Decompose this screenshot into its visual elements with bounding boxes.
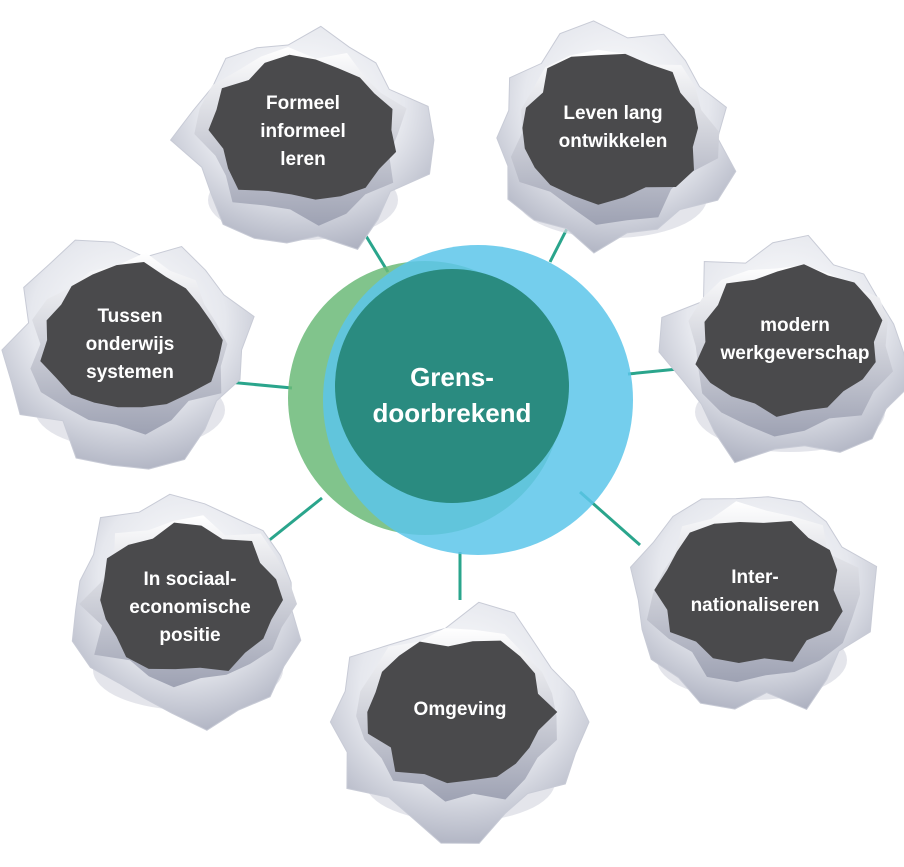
hole-leven xyxy=(496,20,737,254)
node-label-tussen: Tussen onderwijs systemen xyxy=(85,306,175,383)
center-circle-overlap xyxy=(335,269,569,503)
torn-paper-holes xyxy=(1,20,904,844)
hole-dark xyxy=(522,53,699,205)
node-label-modern: modern werkgeverschap xyxy=(720,315,870,364)
node-label-leven: Leven lang ontwikkelen xyxy=(558,103,668,152)
connector-sociaal xyxy=(261,496,323,548)
hole-formeel xyxy=(169,25,435,250)
hole-dark xyxy=(367,640,558,784)
node-label-sociaal: In sociaal- economische positie xyxy=(129,569,251,646)
hole-sociaal xyxy=(71,493,302,731)
node-label-formeel: Formeel informeel leren xyxy=(260,93,346,170)
connector-tussen xyxy=(227,380,293,390)
hole-dark xyxy=(695,264,883,417)
node-label-omgeving: Omgeving xyxy=(413,699,507,720)
hole-inter xyxy=(629,496,878,711)
hole-dark xyxy=(40,262,223,408)
node-label-inter: Inter- nationaliseren xyxy=(690,567,820,616)
center-label: Grens- doorbrekend xyxy=(372,362,532,428)
hole-dark xyxy=(100,522,283,671)
hole-dark xyxy=(208,54,397,200)
hole-omgeving xyxy=(329,601,590,844)
hole-modern xyxy=(658,234,904,464)
hole-dark xyxy=(654,521,843,663)
center-venn xyxy=(288,245,633,555)
hole-tussen xyxy=(1,239,255,470)
